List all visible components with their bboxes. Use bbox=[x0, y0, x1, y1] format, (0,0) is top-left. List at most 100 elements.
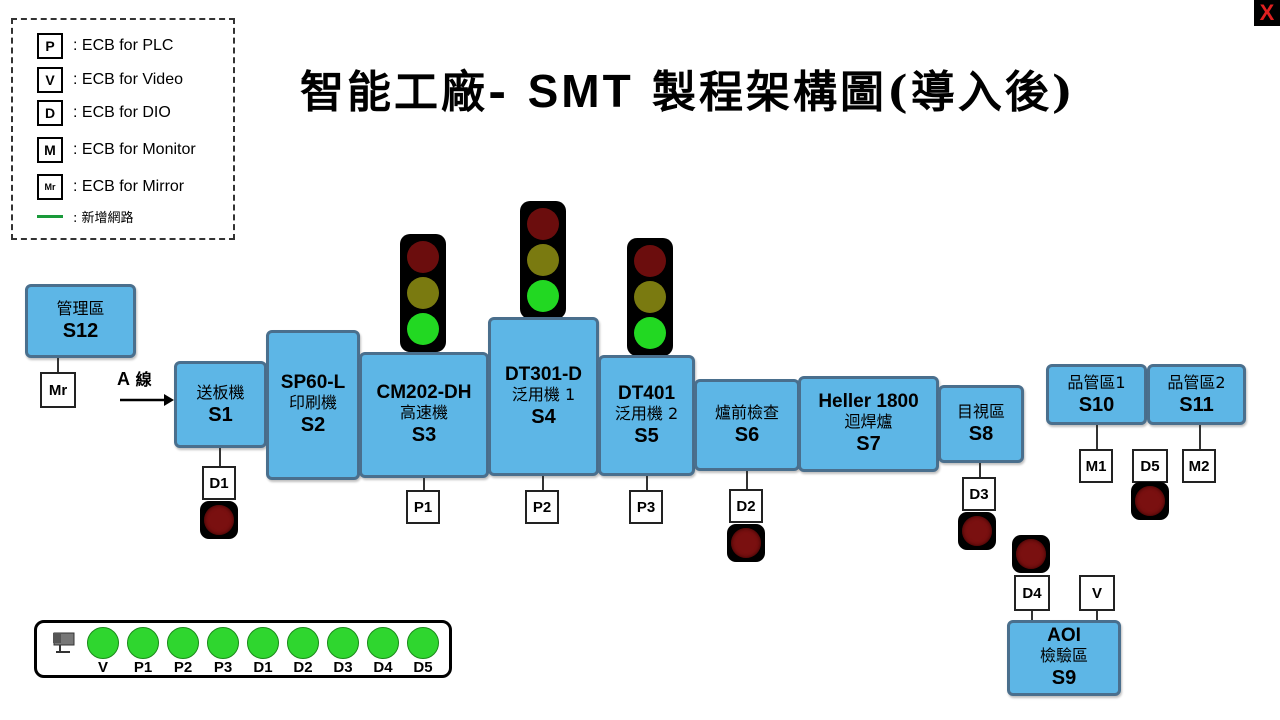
status-light-d1 bbox=[247, 627, 279, 659]
yellow-lamp-icon bbox=[407, 277, 439, 309]
station-s4[interactable]: DT301-D 泛用機 1 S4 bbox=[488, 317, 599, 476]
station-s6-code: S6 bbox=[734, 424, 760, 446]
legend-text-mirror: : ECB for Mirror bbox=[73, 178, 185, 195]
legend-text-network: : 新增網路 bbox=[73, 210, 134, 226]
station-s3-model: CM202-DH bbox=[376, 382, 472, 403]
station-s7-code: S7 bbox=[856, 433, 881, 455]
red-lamp-icon bbox=[407, 241, 439, 273]
station-s4-name: 泛用機 1 bbox=[511, 384, 576, 404]
legend-text-dio: : ECB for DIO bbox=[73, 104, 171, 121]
station-s6-name: 爐前檢查 bbox=[714, 403, 779, 422]
status-light-d3 bbox=[327, 627, 359, 659]
station-s12[interactable]: 管理區 S12 bbox=[25, 284, 136, 358]
status-label-v: V bbox=[97, 659, 108, 676]
indicator-d2 bbox=[727, 524, 765, 562]
station-s9-name: 檢驗區 bbox=[1039, 646, 1088, 665]
red-light-icon bbox=[731, 528, 761, 558]
legend-network-line bbox=[37, 214, 63, 218]
connector-line bbox=[746, 471, 748, 489]
ecb-v[interactable]: V bbox=[1079, 575, 1115, 611]
red-light-icon bbox=[204, 505, 234, 535]
station-s3-code: S3 bbox=[411, 424, 437, 446]
station-s2-model: SP60-L bbox=[280, 372, 346, 393]
green-lamp-icon bbox=[407, 313, 439, 345]
legend-box-p: P bbox=[37, 33, 63, 59]
station-s9-model: AOI bbox=[1047, 625, 1081, 646]
connector-line bbox=[1031, 611, 1033, 620]
ecb-d4[interactable]: D4 bbox=[1014, 575, 1050, 611]
green-lamp-icon bbox=[634, 317, 666, 349]
legend-text-video: : ECB for Video bbox=[73, 71, 183, 88]
indicator-d4 bbox=[1012, 535, 1050, 573]
status-light-d4 bbox=[367, 627, 399, 659]
legend-item-network: : 新增網路 bbox=[37, 202, 134, 230]
station-s5[interactable]: DT401 泛用機 2 S5 bbox=[598, 355, 695, 476]
station-s3[interactable]: CM202-DH 高速機 S3 bbox=[359, 352, 489, 478]
legend-item-monitor: M : ECB for Monitor bbox=[37, 136, 196, 164]
station-s4-code: S4 bbox=[531, 405, 556, 428]
station-s10[interactable]: 品管區1 S10 bbox=[1046, 364, 1147, 425]
station-s10-code: S10 bbox=[1078, 393, 1115, 416]
red-lamp-icon bbox=[527, 208, 559, 240]
status-light-d5 bbox=[407, 627, 439, 659]
ecb-d3[interactable]: D3 bbox=[962, 477, 996, 511]
station-s9[interactable]: AOI 檢驗區 S9 bbox=[1007, 620, 1121, 696]
connector-line bbox=[1096, 425, 1098, 449]
ecb-mr[interactable]: Mr bbox=[40, 372, 76, 408]
traffic-light-s4 bbox=[520, 201, 566, 319]
status-light-p1 bbox=[127, 627, 159, 659]
station-s7-name: 迴焊爐 bbox=[844, 412, 893, 431]
station-s6[interactable]: 爐前檢查 S6 bbox=[694, 379, 800, 471]
network-computer-icon bbox=[53, 632, 75, 653]
legend-text-monitor: : ECB for Monitor bbox=[73, 141, 196, 158]
station-s1-code: S1 bbox=[208, 403, 233, 426]
station-s5-name: 泛用機 2 bbox=[614, 403, 679, 423]
line-letter: A bbox=[117, 369, 130, 389]
status-label-d4: D4 bbox=[373, 659, 393, 676]
indicator-d5 bbox=[1131, 482, 1169, 520]
red-light-icon bbox=[962, 516, 992, 546]
ecb-d2[interactable]: D2 bbox=[729, 489, 763, 523]
ecb-m2[interactable]: M2 bbox=[1182, 449, 1216, 483]
title-smt: SMT bbox=[527, 65, 634, 117]
legend-box-m: M bbox=[37, 137, 63, 163]
legend-panel: P : ECB for PLC V : ECB for Video D : EC… bbox=[11, 18, 235, 240]
status-label-d1: D1 bbox=[253, 659, 273, 676]
station-s2-code: S2 bbox=[300, 414, 326, 436]
ecb-m1[interactable]: M1 bbox=[1079, 449, 1113, 483]
status-light-p2 bbox=[167, 627, 199, 659]
legend-text-plc: : ECB for PLC bbox=[73, 37, 174, 54]
station-s12-name: 管理區 bbox=[56, 299, 105, 318]
ecb-p3[interactable]: P3 bbox=[629, 490, 663, 524]
arrow-right-icon bbox=[120, 394, 174, 406]
station-s5-model: DT401 bbox=[617, 382, 676, 404]
connector-line bbox=[1199, 425, 1201, 449]
station-s12-code: S12 bbox=[62, 320, 99, 342]
station-s11[interactable]: 品管區2 S11 bbox=[1147, 364, 1246, 425]
green-lamp-icon bbox=[527, 280, 559, 312]
station-s5-code: S5 bbox=[634, 424, 659, 447]
station-s1[interactable]: 送板機 S1 bbox=[174, 361, 267, 448]
title-suffix: 製程架構圖(導入後) bbox=[633, 67, 1076, 118]
red-lamp-icon bbox=[634, 245, 666, 277]
indicator-d3 bbox=[958, 512, 996, 550]
ecb-d1[interactable]: D1 bbox=[202, 466, 236, 500]
status-label-p2: P2 bbox=[173, 659, 193, 676]
legend-box-d: D bbox=[37, 100, 63, 126]
station-s1-name: 送板機 bbox=[196, 382, 245, 402]
station-s8[interactable]: 目視區 S8 bbox=[938, 385, 1024, 463]
ecb-d5[interactable]: D5 bbox=[1132, 449, 1168, 483]
station-s10-name: 品管區1 bbox=[1067, 372, 1126, 392]
ecb-p2[interactable]: P2 bbox=[525, 490, 559, 524]
close-button[interactable]: X bbox=[1254, 0, 1280, 26]
ecb-p1[interactable]: P1 bbox=[406, 490, 440, 524]
station-s8-name: 目視區 bbox=[956, 402, 1005, 421]
station-s7[interactable]: Heller 1800 迴焊爐 S7 bbox=[798, 376, 939, 472]
station-s3-name: 高速機 bbox=[399, 403, 448, 422]
connector-line bbox=[1096, 611, 1098, 620]
connector-line bbox=[423, 478, 425, 490]
station-s11-name: 品管區2 bbox=[1167, 372, 1226, 392]
legend-item-plc: P : ECB for PLC bbox=[37, 32, 173, 60]
station-s4-model: DT301-D bbox=[504, 363, 583, 385]
station-s2[interactable]: SP60-L 印刷機 S2 bbox=[266, 330, 360, 480]
